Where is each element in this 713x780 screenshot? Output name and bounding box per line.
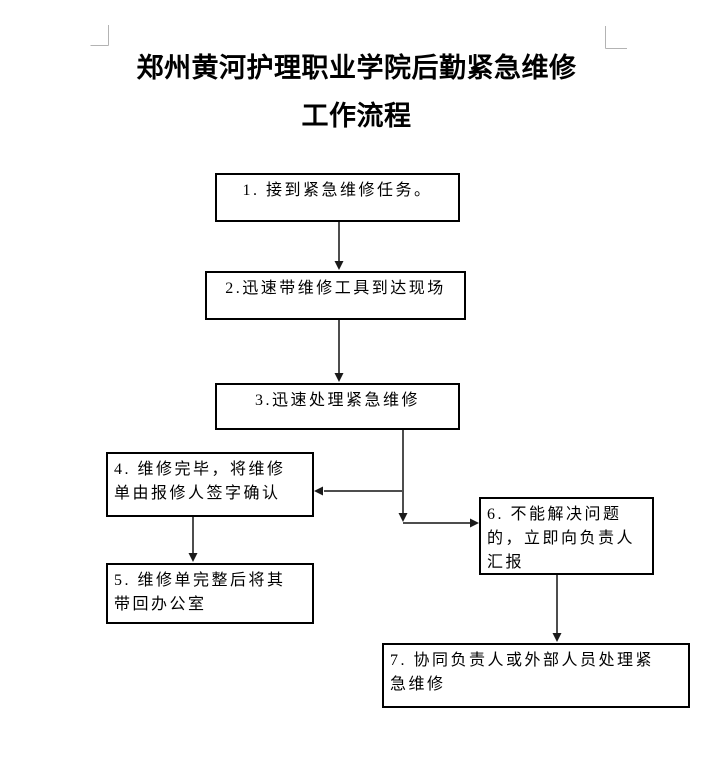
arrowhead-down-icon xyxy=(188,553,198,562)
flow-step-6-box: 6. 不能解决问题 的，立即向负责人 汇报 xyxy=(479,497,654,575)
flow-step-7-text: 7. 协同负责人或外部人员处理紧 xyxy=(390,652,655,669)
flow-step-5-text: 带回办公室 xyxy=(114,596,207,613)
arrowhead-down-icon xyxy=(552,633,562,642)
arrowhead-left-icon xyxy=(314,486,323,496)
arrowhead-down-icon xyxy=(398,513,408,522)
flow-step-3-text: 3.迅速处理紧急维修 xyxy=(254,392,420,409)
arrowhead-right-icon xyxy=(470,518,479,528)
connector-step3-step4 xyxy=(314,486,403,496)
flow-step-5-text: 5. 维修单完整后将其 xyxy=(114,572,286,589)
crop-mark-top-left-icon xyxy=(90,25,109,46)
flow-step-6-text: 的，立即向负责人 xyxy=(487,530,636,547)
flow-step-5-box: 5. 维修单完整后将其 带回办公室 xyxy=(106,563,314,624)
flow-step-1-text: 1. 接到紧急维修任务。 xyxy=(242,182,433,199)
flow-step-7-text: 急维修 xyxy=(390,676,446,693)
connector-step6-step7 xyxy=(552,575,562,642)
flow-step-4-box: 4. 维修完毕，将维修 单由报修人签字确认 xyxy=(106,452,314,517)
connector-step1-step2 xyxy=(334,222,344,270)
connector-step3-down xyxy=(398,430,408,522)
flow-step-6-text: 6. 不能解决问题 xyxy=(487,506,622,523)
flow-step-1-box: 1. 接到紧急维修任务。 xyxy=(215,173,460,222)
flow-step-2-box: 2.迅速带维修工具到达现场 xyxy=(205,271,466,320)
flow-step-6-text: 汇报 xyxy=(487,554,525,571)
page-title-line2: 工作流程 xyxy=(301,101,412,131)
connector-step4-step5 xyxy=(188,517,198,562)
arrowhead-down-icon xyxy=(334,373,344,382)
connector-step3-step6 xyxy=(403,518,479,528)
arrowhead-down-icon xyxy=(334,261,344,270)
flow-step-4-text: 4. 维修完毕，将维修 xyxy=(114,461,286,478)
flow-step-2-text: 2.迅速带维修工具到达现场 xyxy=(225,280,446,297)
flow-step-7-box: 7. 协同负责人或外部人员处理紧 急维修 xyxy=(382,643,690,708)
flow-step-4-text: 单由报修人签字确认 xyxy=(114,485,281,502)
connector-step2-step3 xyxy=(334,320,344,382)
page-title-line1: 郑州黄河护理职业学院后勤紧急维修 xyxy=(136,53,577,83)
flow-step-3-box: 3.迅速处理紧急维修 xyxy=(215,383,460,430)
